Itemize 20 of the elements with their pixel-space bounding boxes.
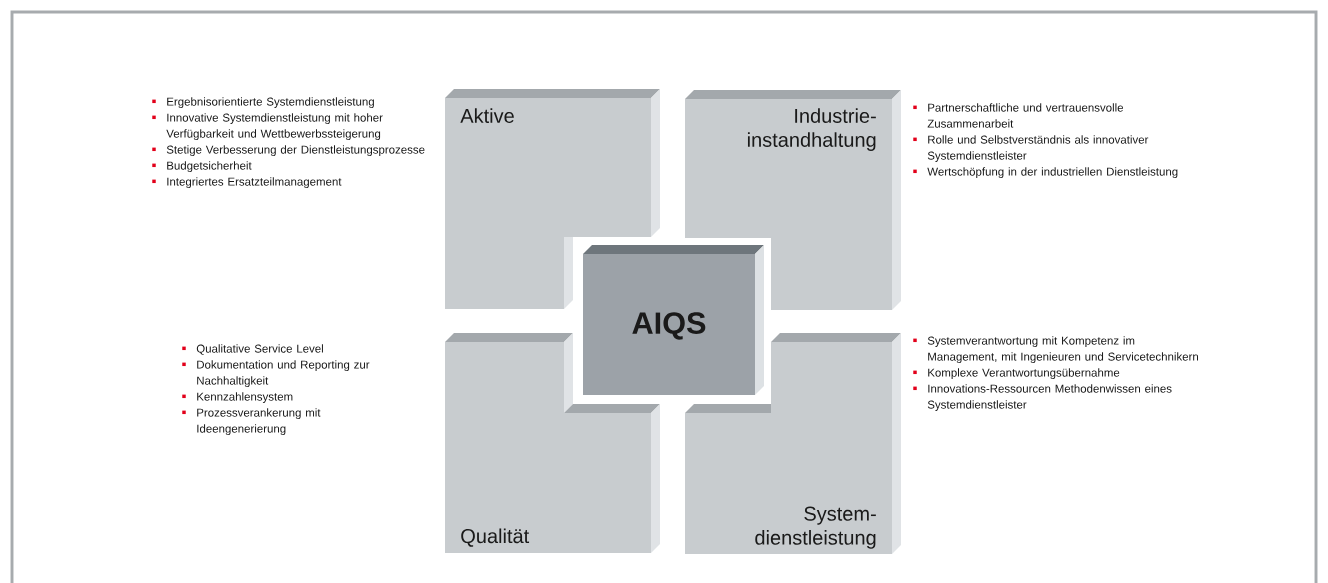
bullet-item: Budgetsicherheit <box>152 161 252 172</box>
bullet-item: Qualitative Service Level <box>182 344 323 355</box>
bullet-item: Rolle und Selbstverständnis als innovativer Systemdienstleister <box>913 135 1149 162</box>
quadrant-block: Qualität <box>445 333 660 553</box>
bullet-item: Dokumentation und Reporting zur Nachhaltigkeit <box>182 360 370 387</box>
center-block: AIQS <box>583 245 764 395</box>
bullet-item: Kennzahlensystem <box>182 392 293 403</box>
quadrant-block: Aktive <box>445 89 660 309</box>
bullet-item: Innovative Systemdienstleistung mit hoher Verfügbarkeit und Wettbewerbssteigerung <box>152 113 383 140</box>
bullet-item: Komplexe Verantwortungsübernahme <box>913 368 1120 379</box>
bullet-item: Wertschöpfung in der industriellen Dienstleistung <box>913 167 1178 178</box>
bullet-item: Systemverantwortung mit Kompetenz im Management, mit Ingenieuren und Servicetechnikern <box>913 336 1198 363</box>
bullet-item: Prozessverankerung mit Ideengenerierung <box>182 408 321 435</box>
bullet-item: Integriertes Ersatzteilmanagement <box>152 177 342 188</box>
quadrant-block: Industrie- instandhaltung <box>685 90 901 310</box>
bullet-item: Partnerschaftliche und vertrauensvolle Zusammenarbeit <box>913 103 1124 128</box>
quadrant-block: System- dienstleistung <box>685 333 901 554</box>
bullet-item: Stetige Verbesserung der Dienstleistungsprozesse <box>152 145 425 156</box>
bullet-item: Ergebnisorientierte Systemdienstleistung <box>152 97 374 108</box>
bullet-item: Innovations-Ressourcen Methodenwissen eines Systemdienstleister <box>913 384 1172 411</box>
